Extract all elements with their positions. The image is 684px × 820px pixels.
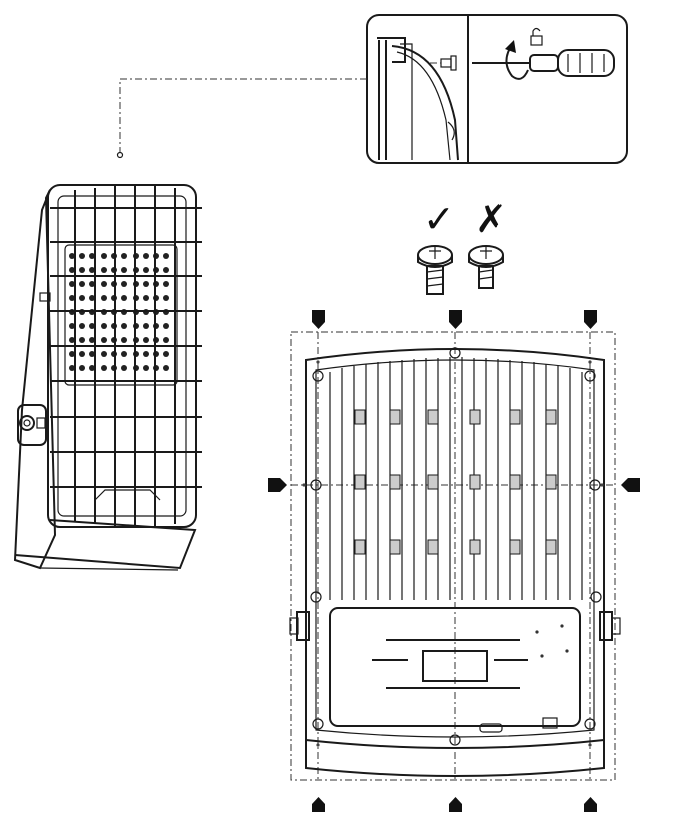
cross-icon: ✗	[475, 197, 507, 241]
screw-icon	[440, 55, 457, 71]
bracket-knob	[17, 404, 47, 446]
label-plate	[422, 650, 488, 682]
approved-screw: ✓	[417, 197, 455, 295]
mounting-frame	[290, 331, 616, 781]
luminaire-rear-view	[289, 331, 621, 781]
rejected-screw: ✗	[468, 197, 507, 289]
detail-inset	[366, 14, 628, 164]
cooling-fins	[329, 357, 583, 600]
cable-gland	[542, 717, 558, 729]
leader-line	[119, 78, 367, 152]
screwdriver-icon	[472, 49, 615, 77]
check-icon: ✓	[423, 197, 455, 241]
rotate-arrow-icon	[505, 40, 529, 80]
leader-point	[116, 151, 124, 159]
screw-holes	[310, 347, 602, 746]
bracket-knob-right	[599, 611, 621, 641]
bracket-knob-left	[289, 611, 310, 641]
driver-box	[329, 607, 581, 727]
unlock-icon	[530, 27, 543, 46]
luminaire-with-guard	[13, 184, 202, 571]
arrow-marker-icon	[268, 310, 640, 812]
